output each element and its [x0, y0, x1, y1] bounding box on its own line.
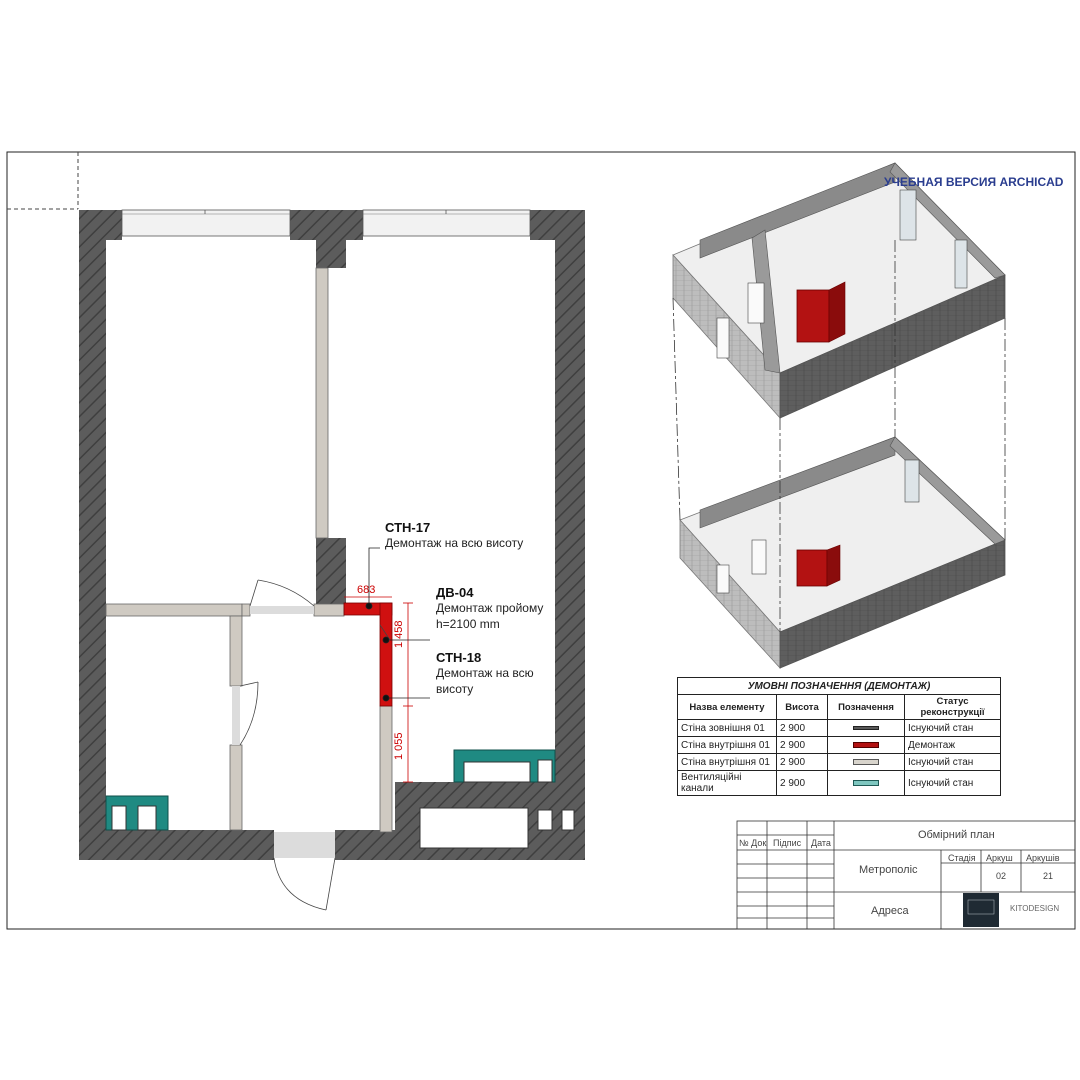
legend-name: Стіна внутрішня 01	[677, 753, 777, 771]
legend-header: Висота	[776, 694, 828, 720]
legend-row: Стіна зовнішня 01 2 900 Існуючий стан	[677, 719, 1001, 737]
vent-channels	[105, 749, 575, 849]
annotation-stn18: СТН-18 Демонтаж на всю висоту	[436, 650, 548, 697]
dimension-683: 683	[357, 584, 376, 596]
legend-caption: УМОВНІ ПОЗНАЧЕННЯ (ДЕМОНТАЖ)	[677, 677, 1001, 695]
interior-wall-symbol	[827, 753, 905, 771]
floor-plan	[79, 209, 585, 911]
annotation-dv04: ДВ-04 Демонтаж пройому h=2100 mm	[436, 585, 556, 632]
company-logo-text: KITODESIGN	[1010, 904, 1060, 913]
legend-table: УМОВНІ ПОЗНАЧЕННЯ (ДЕМОНТАЖ) Назва елеме…	[677, 677, 1001, 796]
annotation-code: ДВ-04	[436, 585, 474, 600]
window-openings	[121, 209, 531, 237]
vent-channel-symbol	[827, 770, 905, 796]
tb-signature-label: Підпис	[773, 838, 802, 848]
annotation-desc: Демонтаж пройому h=2100 mm	[436, 601, 544, 631]
legend-header: Назва елементу	[677, 694, 777, 720]
tb-sheet-number: 02	[996, 871, 1007, 881]
dimension-lines	[344, 596, 413, 783]
tb-sheets-label: Аркушів	[1026, 853, 1060, 863]
tb-address: Адреса	[871, 905, 909, 917]
legend-status: Існуючий стан	[904, 770, 1001, 796]
annotation-desc: Демонтаж на всю висоту	[436, 666, 534, 696]
legend-name: Вентиляційні канали	[677, 770, 777, 796]
interior-walls	[105, 267, 393, 833]
tb-sheets-total: 21	[1043, 871, 1054, 881]
axonometric-view-demolition	[679, 436, 1006, 670]
legend-name: Стіна внутрішня 01	[677, 736, 777, 754]
sheet-frame	[6, 151, 1076, 930]
tb-date-label: Дата	[811, 838, 831, 848]
legend-status: Демонтаж	[904, 736, 1001, 754]
door-swings	[239, 579, 391, 911]
tb-sheet-label: Аркуш	[986, 853, 1013, 863]
legend-name: Стіна зовнішня 01	[677, 719, 777, 737]
watermark: УЧЕБНАЯ ВЕРСИЯ ARCHICAD	[884, 175, 1064, 189]
demolition-walls	[343, 602, 393, 707]
dimension-1458: 1 458	[393, 620, 405, 648]
legend-row: Вентиляційні канали 2 900 Існуючий стан	[677, 770, 1001, 796]
legend-height: 2 900	[776, 770, 828, 796]
legend-row: Стіна внутрішня 01 2 900 Існуючий стан	[677, 753, 1001, 771]
axonometric-guide-lines	[672, 240, 1006, 632]
tb-drawing-title: Обмірний план	[918, 829, 995, 841]
legend-status: Існуючий стан	[904, 719, 1001, 737]
title-block	[736, 820, 1076, 930]
tb-project: Метрополіс	[859, 864, 918, 876]
legend-row: Стіна внутрішня 01 2 900 Демонтаж	[677, 736, 1001, 754]
tb-doc-number-label: № Док	[739, 838, 767, 848]
legend-height: 2 900	[776, 753, 828, 771]
annotation-desc: Демонтаж на всю висоту	[385, 536, 524, 550]
dimension-1055: 1 055	[393, 732, 405, 760]
annotation-code: СТН-18	[436, 650, 482, 665]
annotation-code: СТН-17	[385, 520, 431, 535]
annotation-stn17: СТН-17 Демонтаж на всю висоту	[385, 520, 523, 551]
leader-lines	[365, 547, 430, 702]
legend-status: Існуючий стан	[904, 753, 1001, 771]
legend-header: Статус реконструкції	[904, 694, 1001, 720]
legend-header: Позначення	[827, 694, 905, 720]
legend-height: 2 900	[776, 736, 828, 754]
exterior-wall-symbol	[827, 719, 905, 737]
axonometric-view-existing	[672, 162, 1006, 420]
door-openings	[232, 606, 335, 858]
tb-stage-label: Стадія	[948, 853, 976, 863]
demolition-wall-symbol	[827, 736, 905, 754]
legend-height: 2 900	[776, 719, 828, 737]
